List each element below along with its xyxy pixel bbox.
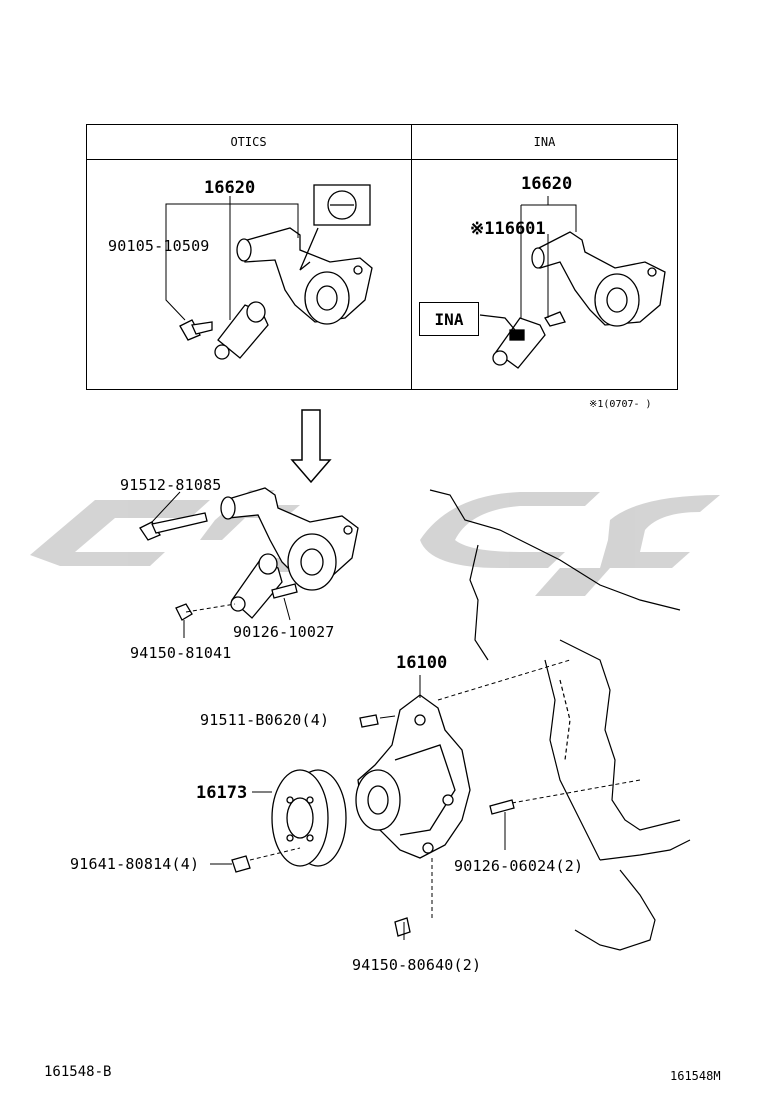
label-pulley[interactable]: 16173 [196, 783, 248, 803]
label-bolt-91641[interactable]: 91641-80814(4) [70, 855, 200, 873]
water-pump-leader-lines [379, 659, 641, 940]
watermark-logo [30, 490, 720, 596]
label-stud-90126a[interactable]: 90126-10027 [233, 623, 335, 641]
label-stud-90126b[interactable]: 90126-06024(2) [454, 857, 584, 875]
engine-block-outline [429, 489, 691, 951]
label-bolt-91512[interactable]: 91512-81085 [120, 476, 222, 494]
main-tensioner-drawing [139, 487, 359, 621]
label-nut-94150a[interactable]: 94150-81041 [130, 644, 232, 662]
variant-table-frame [86, 124, 678, 390]
water-pump-drawing [355, 694, 515, 937]
ina-label-box: INA [419, 302, 479, 336]
main-leader-lines [151, 491, 291, 638]
footer-diagram-code: 161548-B [44, 1064, 112, 1080]
pulley-drawing [231, 769, 347, 873]
otics-tensioner-drawing [179, 184, 373, 360]
label-water-pump[interactable]: 16100 [396, 653, 448, 673]
label-bolt-91511[interactable]: 91511-B0620(4) [200, 711, 330, 729]
label-otics-assembly[interactable]: 16620 [204, 178, 256, 198]
table-column-divider [411, 124, 412, 390]
table-footnote: ※1(0707- ) [589, 399, 652, 410]
table-header-divider [86, 159, 678, 160]
table-header-otics: OTICS [230, 135, 267, 149]
table-header-ina: INA [533, 135, 556, 149]
ina-tensioner-drawing [479, 231, 666, 369]
down-arrow-icon [290, 409, 332, 484]
otics-leader-lines [165, 196, 299, 321]
label-nut-94150b[interactable]: 94150-80640(2) [352, 956, 482, 974]
label-ina-tensioner[interactable]: ※116601 [470, 219, 546, 239]
label-otics-bolt[interactable]: 90105-10509 [108, 237, 210, 255]
footer-illustration-code: 161548M [670, 1069, 721, 1083]
ina-leader-lines [520, 196, 577, 318]
label-ina-assembly[interactable]: 16620 [521, 174, 573, 194]
pulley-leader-lines [210, 791, 301, 865]
